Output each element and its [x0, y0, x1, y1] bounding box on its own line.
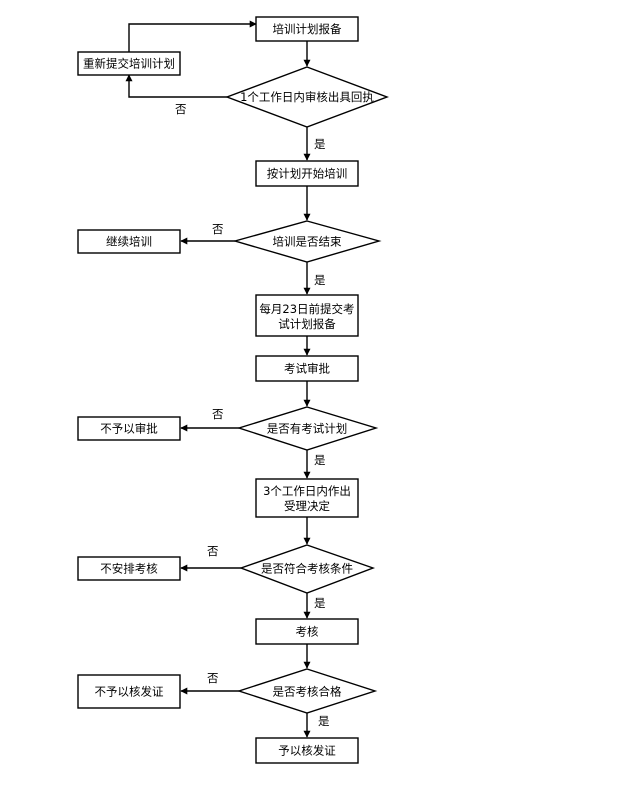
node-label: 是否符合考核条件 [261, 562, 353, 576]
node-start-training: 按计划开始培训 [255, 160, 359, 187]
node-label: 继续培训 [106, 235, 152, 249]
label-no-n2: 否 [175, 102, 187, 116]
node-not-approved: 不予以审批 [77, 416, 181, 441]
edges [125, 20, 311, 738]
node-decision-within-3-days: 3个工作日内作出 受理决定 [255, 478, 359, 518]
node-continue-training: 继续培训 [77, 229, 181, 254]
label-yes-n12: 是 [314, 596, 326, 610]
node-label: 考核 [296, 625, 319, 639]
node-label: 按计划开始培训 [267, 167, 348, 181]
node-assessment-passed: 是否考核合格 [236, 668, 378, 714]
node-label: 重新提交培训计划 [83, 57, 175, 71]
node-review-within-1-day: 1个工作日内审核出具回执 [225, 66, 389, 128]
node-label: 不安排考核 [100, 562, 158, 576]
label-no-n12: 否 [207, 544, 219, 558]
node-has-exam-plan: 是否有考试计划 [236, 406, 379, 451]
node-label: 是否有考试计划 [267, 422, 348, 436]
node-label: 培训计划报备 [273, 22, 342, 36]
edge-labels: 否 是 否 是 否 是 否 是 否 是 [175, 102, 330, 728]
node-exam-approval: 考试审批 [255, 355, 359, 382]
node-label: 1个工作日内审核出具回执 [240, 90, 374, 104]
label-no-n15: 否 [207, 671, 219, 685]
node-assessment: 考核 [255, 618, 359, 645]
node-certificate-denied: 不予以核发证 [77, 674, 181, 709]
node-training-plan-report: 培训计划报备 [255, 16, 359, 42]
edge-n2-n3-no [125, 74, 227, 98]
node-resubmit-training-plan: 重新提交培训计划 [77, 51, 181, 76]
node-label-line-1: 每月23日前提交考 [259, 302, 354, 316]
label-yes-n15: 是 [318, 714, 330, 728]
label-no-n5: 否 [212, 222, 224, 236]
label-yes-n9: 是 [314, 453, 326, 467]
label-yes-n5: 是 [314, 273, 326, 287]
node-label: 不予以审批 [100, 422, 158, 436]
node-submit-exam-plan: 每月23日前提交考 试计划报备 [255, 294, 359, 337]
edge-n3-n1 [128, 20, 257, 52]
node-label: 不予以核发证 [95, 685, 164, 699]
node-label: 是否考核合格 [273, 685, 342, 699]
label-no-n9: 否 [212, 407, 224, 421]
node-label-line-2: 受理决定 [284, 499, 330, 513]
node-label: 考试审批 [284, 362, 330, 376]
node-label-line-2: 试计划报备 [278, 317, 336, 331]
node-label-line-1: 3个工作日内作出 [263, 484, 351, 498]
node-label: 培训是否结束 [273, 235, 342, 249]
label-yes-n2: 是 [314, 137, 326, 151]
node-meets-assessment-criteria: 是否符合考核条件 [238, 544, 376, 594]
node-training-finished: 培训是否结束 [232, 220, 382, 263]
node-no-assessment-arranged: 不安排考核 [77, 556, 181, 581]
node-certificate-issued: 予以核发证 [255, 737, 359, 764]
node-label: 予以核发证 [278, 744, 336, 758]
